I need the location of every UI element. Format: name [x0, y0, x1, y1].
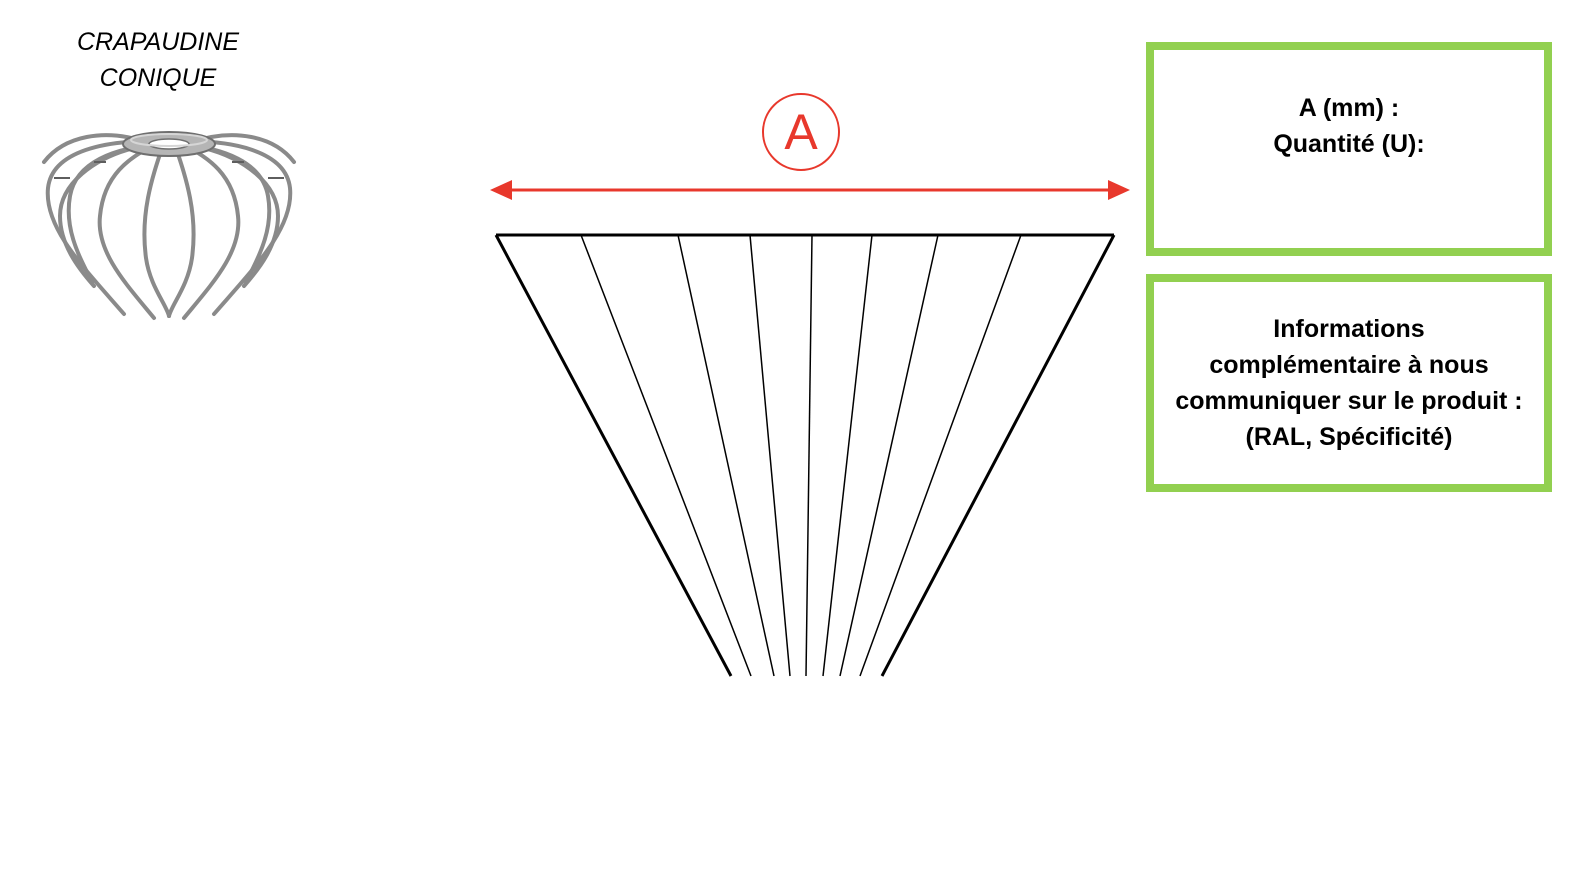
quantity-field: Quantité (U):	[1273, 130, 1425, 158]
info-line-2: complémentaire à nous	[1209, 351, 1489, 379]
product-title: CRAPAUDINE CONIQUE	[40, 24, 276, 96]
product-title-line1: CRAPAUDINE	[76, 28, 240, 56]
info-line-1: Informations	[1273, 315, 1425, 343]
dimension-a-label: A	[762, 93, 840, 171]
product-title-line2: CONIQUE	[99, 64, 217, 92]
info-line-3: communiquer sur le produit :	[1175, 387, 1523, 415]
dimensions-box: A (mm) : Quantité (U):	[1146, 42, 1552, 256]
info-line-4: (RAL, Spécificité)	[1245, 423, 1453, 451]
cone-outline	[494, 233, 1116, 677]
product-photo	[42, 131, 296, 320]
dimension-a-field: A (mm) :	[1298, 94, 1400, 122]
additional-info-box: Informations complémentaire à nous commu…	[1146, 274, 1552, 492]
dimension-arrow	[490, 180, 1130, 200]
